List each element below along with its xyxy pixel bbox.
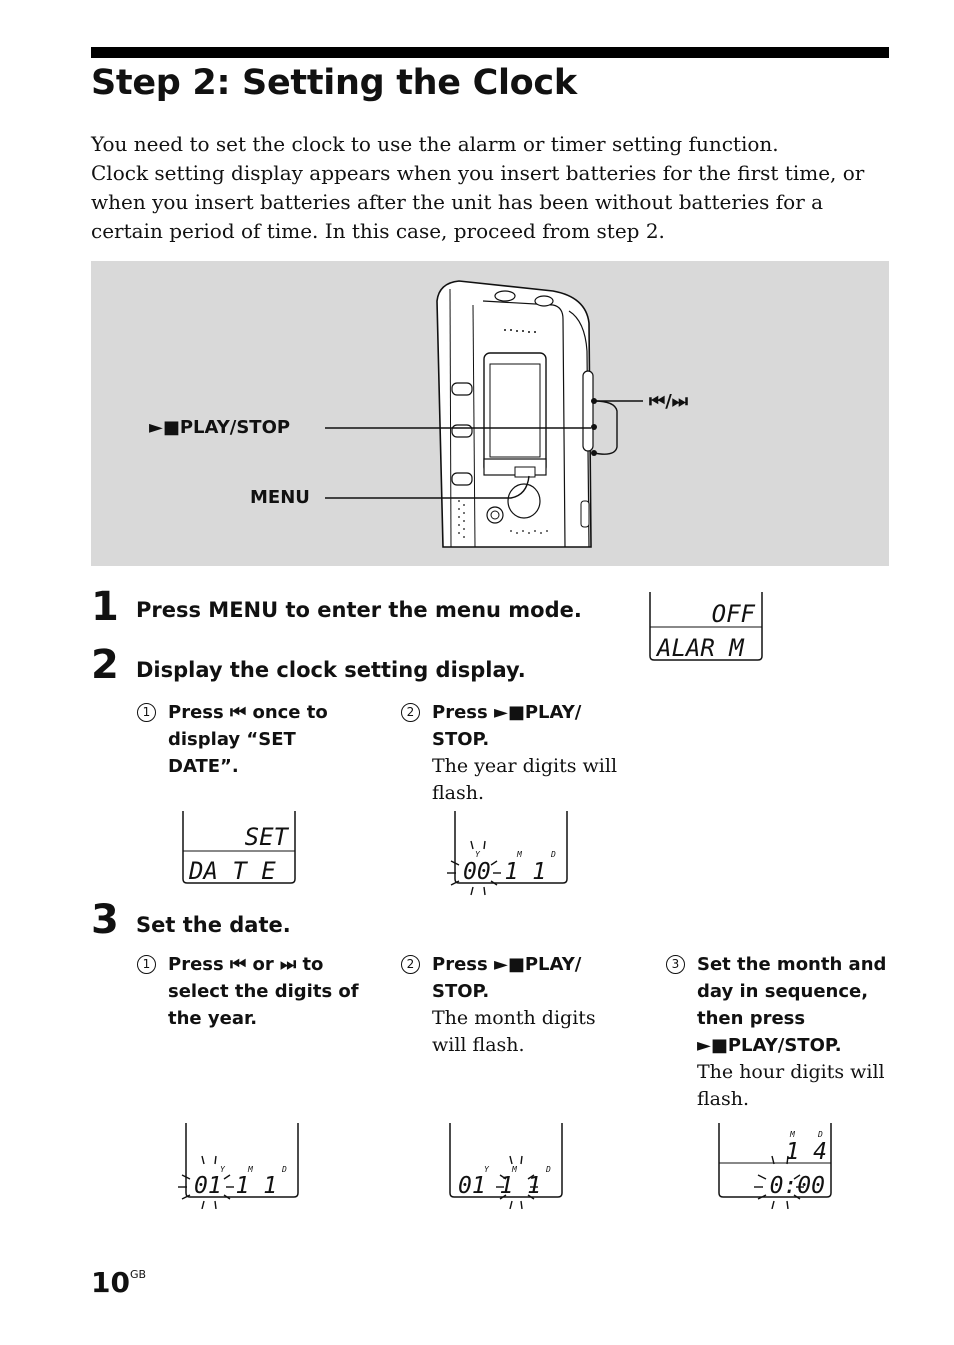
- step-3-sub-1: 1 Press ⏮ or ⏭ to select the digits of t…: [137, 951, 367, 1032]
- fast-forward-icon: ⏭: [279, 954, 297, 975]
- step-2-number: 2: [91, 642, 119, 688]
- circled-number: 1: [137, 703, 156, 722]
- rewind-icon: ⏮: [229, 702, 247, 723]
- lcd-year-flash-display: Y M D 00 1 1: [447, 811, 568, 896]
- page-title: Step 2: Setting the Clock: [91, 63, 577, 103]
- step-2-sub-1: 1 Press ⏮ once to display “SET DATE”.: [137, 699, 367, 780]
- device-figure: ►■PLAY/STOP MENU ⏮/⏭: [91, 261, 889, 566]
- lcd-top-text: OFF: [712, 600, 756, 628]
- flash-rays-icon: [178, 1155, 234, 1209]
- step-3-number: 3: [91, 897, 119, 943]
- intro-line-1: You need to set the clock to use the ala…: [91, 132, 779, 156]
- fast-forward-icon: ⏭: [671, 391, 688, 412]
- title-rule: [91, 47, 889, 58]
- rewind-icon: ⏮: [649, 391, 666, 412]
- lcd-digits: 01 1 1: [194, 1173, 277, 1199]
- lcd-top-text: SET: [245, 823, 290, 851]
- step-2-heading: Display the clock setting display.: [136, 658, 526, 682]
- svg-text:M: M: [247, 1165, 254, 1174]
- step-3-sub-2: 2 Press ►■PLAY/ STOP.The month digits wi…: [401, 951, 621, 1059]
- step-2-sub-2: 2 Press ►■PLAY/ STOP.The year digits wil…: [401, 699, 621, 807]
- lcd-hour-flash-display: M D 1 4 0:00: [718, 1123, 832, 1209]
- lcd-bottom-text: ALAR M: [655, 634, 745, 662]
- label-menu: MENU: [250, 487, 310, 508]
- lcd-set-date-display: SET DA T E: [182, 811, 296, 885]
- step-3-sub-3: 3 Set the month and day in sequence, the…: [666, 951, 902, 1113]
- play-stop-icon: ►■: [493, 702, 525, 723]
- flash-rays-icon: [754, 1155, 804, 1209]
- play-stop-icon: ►■: [493, 954, 525, 975]
- play-icon: ►■: [149, 417, 180, 438]
- label-play-stop: ►■PLAY/STOP: [149, 417, 291, 438]
- lcd-alarm-display: OFF ALAR M: [649, 592, 763, 662]
- lcd-year-select-display: Y M D 01 1 1: [178, 1123, 299, 1209]
- step-1-number: 1: [91, 584, 119, 630]
- svg-text:D: D: [545, 1165, 551, 1174]
- svg-text:Y: Y: [220, 1165, 226, 1174]
- step-1-heading: Press MENU to enter the menu mode.: [136, 598, 582, 622]
- svg-text:M: M: [516, 850, 523, 859]
- lcd-bottom-text: DA T E: [188, 857, 276, 885]
- circled-number: 2: [401, 955, 420, 974]
- svg-text:Y: Y: [475, 850, 481, 859]
- intro-text: You need to set the clock to use the ala…: [91, 130, 891, 246]
- svg-text:D: D: [281, 1165, 287, 1174]
- circled-number: 3: [666, 955, 685, 974]
- recorder-illustration: [325, 280, 643, 548]
- lcd-top-text: 1 4: [785, 1139, 827, 1165]
- circled-number: 1: [137, 955, 156, 974]
- svg-text:D: D: [550, 850, 556, 859]
- svg-text:M: M: [789, 1130, 796, 1139]
- flash-rays-icon: [496, 1155, 538, 1209]
- lcd-digits: 01 1 1: [458, 1173, 541, 1199]
- play-stop-icon: ►■: [697, 1035, 728, 1056]
- lcd-month-flash-display: Y M D 01 1 1: [449, 1123, 563, 1209]
- intro-line-2: Clock setting display appears when you i…: [91, 161, 865, 243]
- page-number: 10GB: [91, 1266, 147, 1299]
- rewind-icon: ⏮: [229, 954, 247, 975]
- svg-text:D: D: [817, 1130, 823, 1139]
- lcd-digits: 00 1 1: [463, 859, 546, 885]
- svg-text:Y: Y: [484, 1165, 490, 1174]
- menu-leader: [325, 475, 530, 499]
- step-3-heading: Set the date.: [136, 913, 291, 937]
- label-skip: ⏮/⏭: [649, 391, 688, 412]
- flash-rays-icon: [447, 840, 501, 896]
- svg-text:M: M: [511, 1165, 518, 1174]
- page-suffix: GB: [129, 1268, 147, 1281]
- circled-number: 2: [401, 703, 420, 722]
